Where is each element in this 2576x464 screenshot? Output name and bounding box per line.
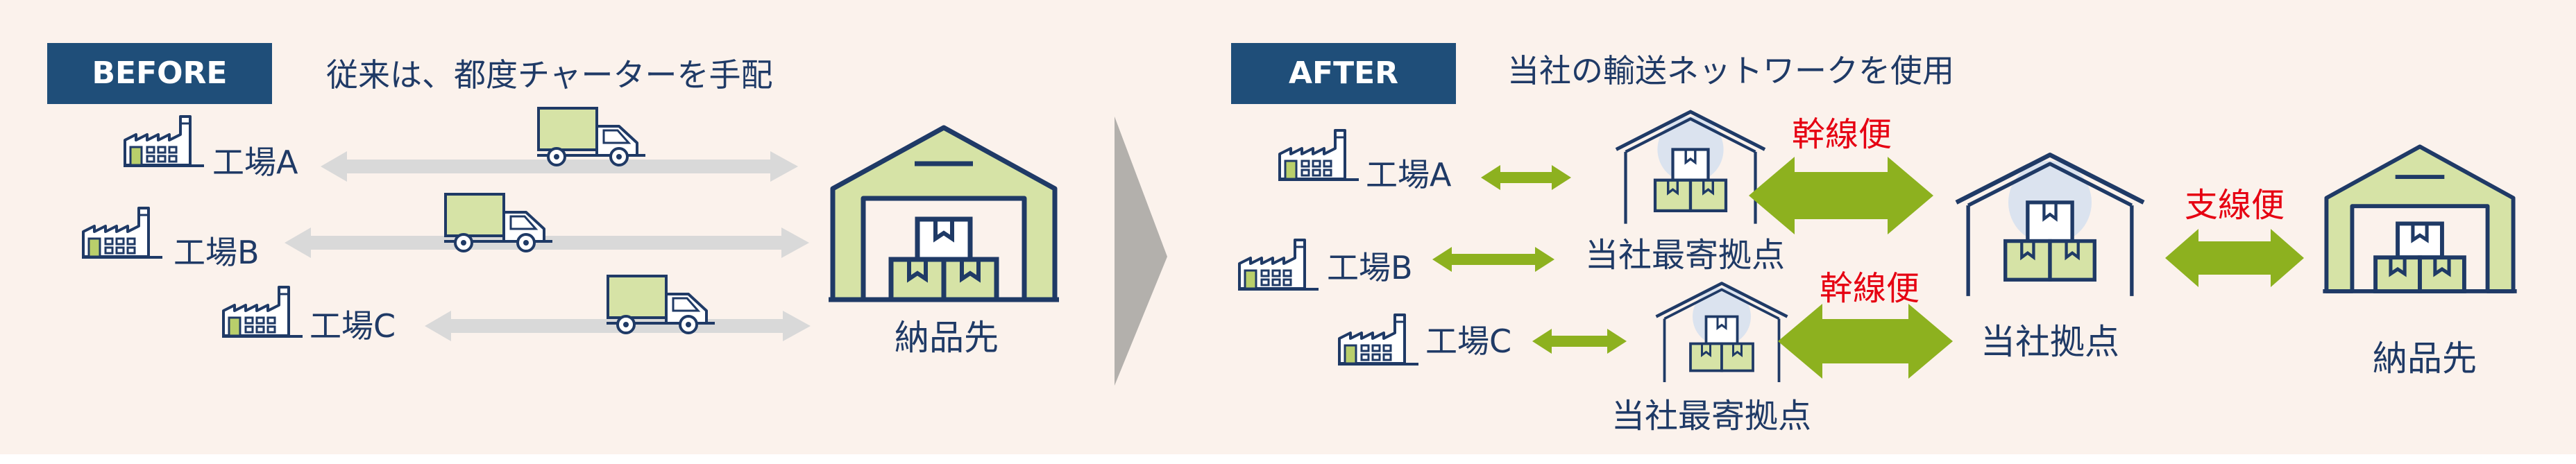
truck-icon	[443, 193, 554, 252]
after-destination-label: 納品先	[2373, 338, 2477, 379]
truck-icon	[536, 107, 647, 166]
hub-warehouse-icon	[1656, 284, 1788, 383]
after-branch-arrow	[2165, 229, 2304, 287]
factory-icon	[80, 207, 164, 259]
after-trunk-arrow-1	[1749, 157, 1933, 234]
hub-warehouse-icon	[1956, 155, 2144, 296]
before-badge-label: BEFORE	[92, 55, 228, 91]
warehouse-icon	[829, 128, 1059, 300]
before-destination-label: 納品先	[895, 318, 999, 358]
after-branch-label: 支線便	[2185, 186, 2285, 225]
after-trunk-1-label: 幹線便	[1792, 115, 1892, 154]
after-factory-c-label: 工場C	[1425, 323, 1511, 360]
after-nearest-hub-1-label: 当社最寄拠点	[1585, 236, 1785, 275]
after-caption: 当社の輸送ネットワークを使用	[1507, 52, 1954, 89]
factory-icon	[1277, 129, 1360, 181]
after-main-hub-label: 当社拠点	[1981, 322, 2119, 362]
truck-icon	[605, 275, 716, 334]
after-badge	[1231, 43, 1456, 104]
factory-icon	[1337, 313, 1420, 366]
after-factory-a-arrow	[1481, 165, 1571, 190]
hub-warehouse-icon	[1616, 112, 1765, 224]
before-route-arrow-a	[321, 151, 798, 182]
before-factory-a-label: 工場A	[212, 144, 298, 181]
after-factory-c-arrow	[1532, 329, 1627, 354]
before-caption: 従来は、都度チャーターを手配	[326, 56, 773, 94]
after-factory-b-arrow	[1432, 247, 1554, 272]
factory-icon	[221, 286, 304, 338]
after-factory-b-label: 工場B	[1327, 249, 1413, 286]
factory-icon	[1237, 239, 1320, 291]
before-badge	[47, 43, 272, 104]
before-factory-c-label: 工場C	[310, 307, 396, 345]
after-nearest-hub-2-label: 当社最寄拠点	[1611, 397, 1811, 436]
after-trunk-arrow-2	[1778, 304, 1953, 379]
before-after-divider-chevron	[1115, 117, 1167, 386]
factory-icon	[122, 115, 205, 167]
warehouse-icon	[2323, 146, 2516, 291]
before-factory-b-label: 工場B	[173, 234, 260, 271]
after-trunk-2-label: 幹線便	[1820, 269, 1920, 308]
after-badge-label: AFTER	[1289, 55, 1398, 91]
after-factory-a-label: 工場A	[1366, 156, 1452, 194]
